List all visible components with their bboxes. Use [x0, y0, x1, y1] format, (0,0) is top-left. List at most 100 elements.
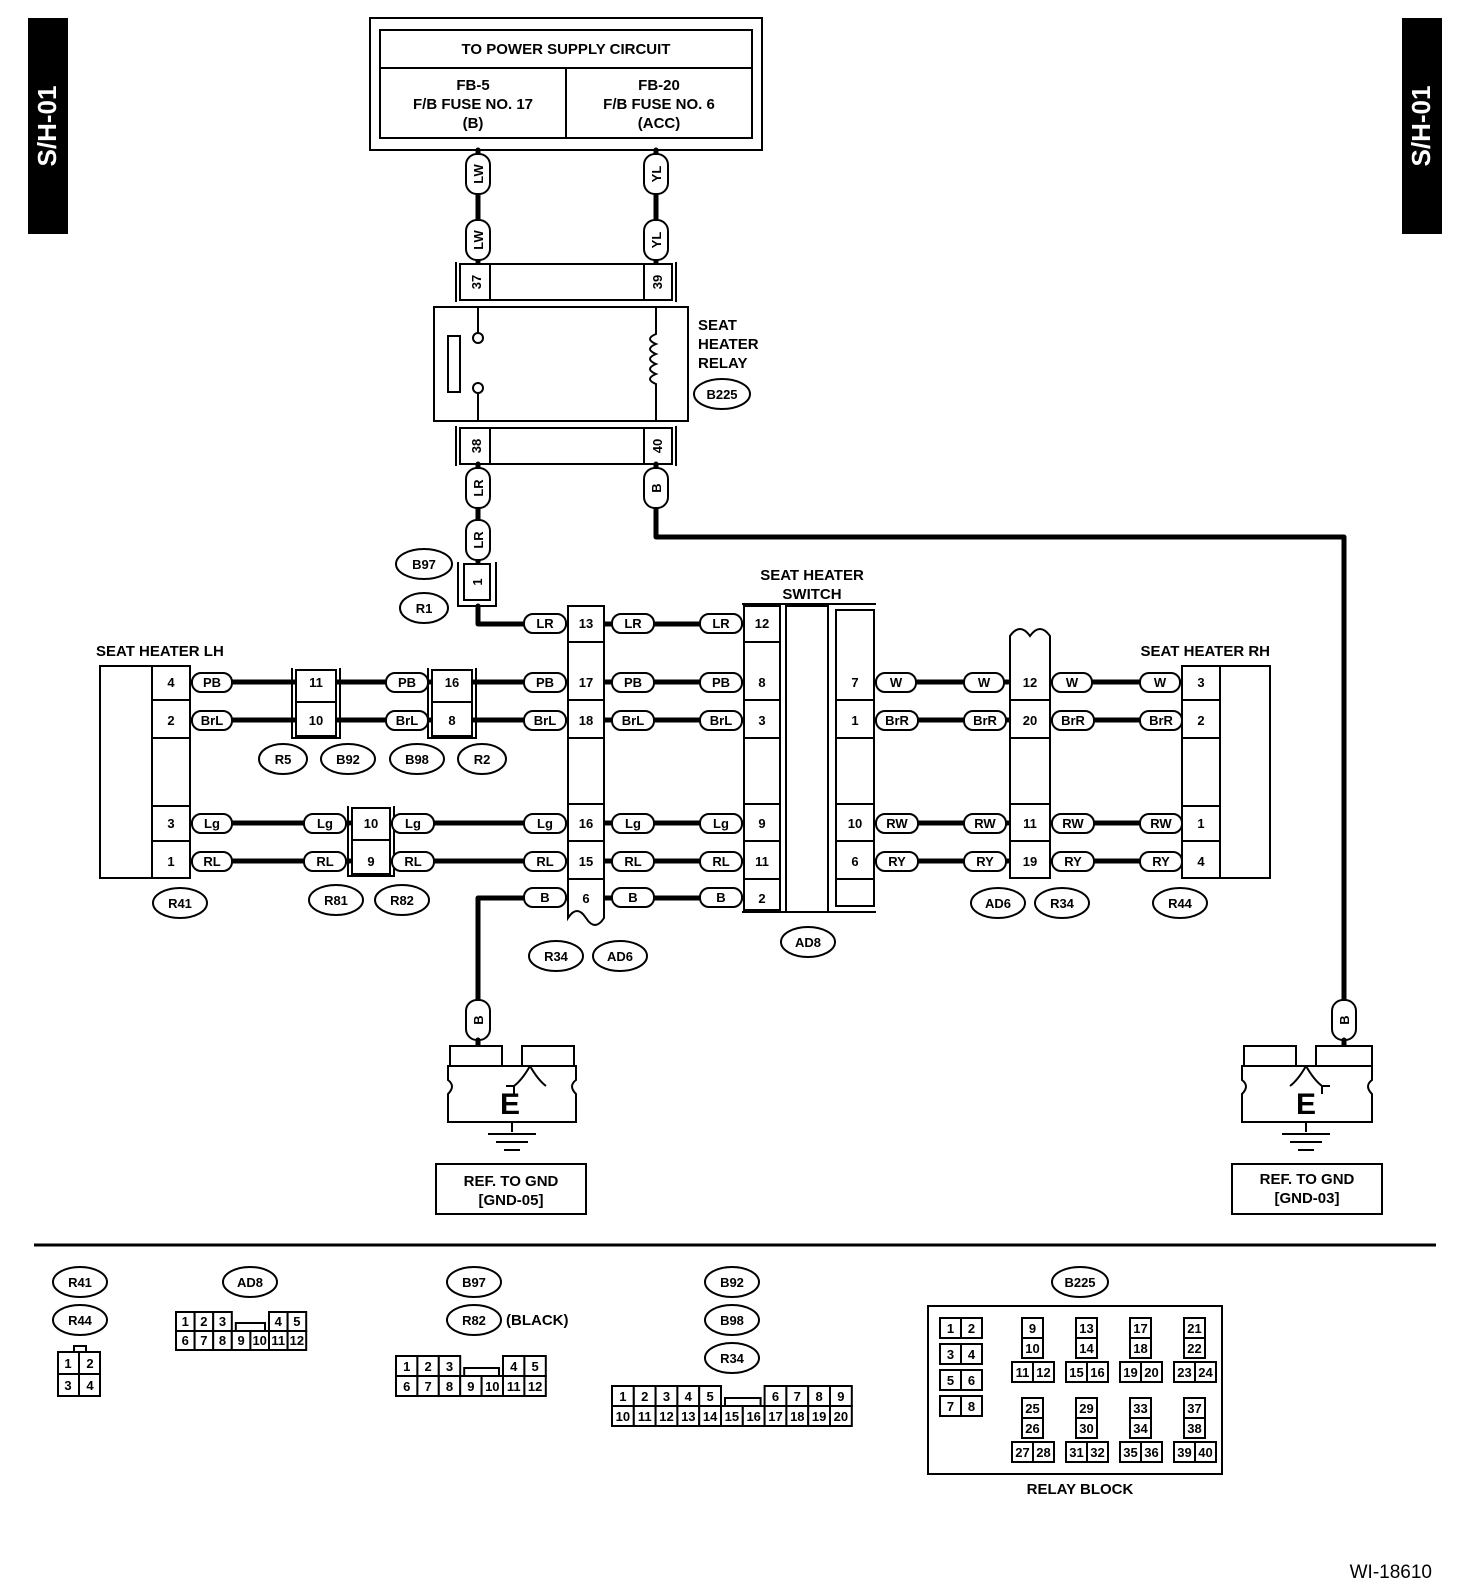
svg-text:B92: B92 — [720, 1275, 744, 1290]
svg-text:Lg: Lg — [204, 816, 220, 831]
legend-cell — [1021, 1417, 1044, 1439]
legend-cell — [960, 1317, 983, 1339]
legend-cell-label: 40 — [1198, 1445, 1212, 1460]
seat-heater-lh-label: SEAT HEATER LH — [96, 643, 224, 660]
svg-text:8: 8 — [448, 713, 455, 728]
legend-cell — [1129, 1417, 1152, 1439]
svg-text:AD6: AD6 — [607, 949, 633, 964]
legend-cell-label: 2 — [968, 1321, 975, 1336]
legend-cell-label: 12 — [528, 1379, 542, 1394]
ground-symbol-left: E — [500, 1088, 520, 1121]
legend-cell-label: 12 — [1036, 1365, 1050, 1380]
svg-text:6: 6 — [582, 891, 589, 906]
svg-text:R41: R41 — [68, 1275, 92, 1290]
legend-cell-label: 31 — [1069, 1445, 1083, 1460]
legend-cell-label: 10 — [616, 1409, 630, 1424]
legend-cell-label: 6 — [182, 1333, 189, 1348]
svg-text:AD8: AD8 — [237, 1275, 263, 1290]
svg-text:RW: RW — [886, 816, 908, 831]
legend-cell-label: 5 — [706, 1389, 713, 1404]
legend-cell-label: 8 — [968, 1399, 975, 1414]
side-tab-right-text: S/H-01 — [1406, 86, 1436, 167]
svg-text:7: 7 — [851, 675, 858, 690]
legend-cell — [1075, 1417, 1098, 1439]
svg-text:PB: PB — [536, 675, 554, 690]
wire-label-b-relay: B — [643, 467, 669, 509]
legend-cell — [1129, 1337, 1152, 1359]
svg-text:LR: LR — [471, 531, 486, 549]
svg-text:B: B — [1337, 1015, 1352, 1024]
svg-text:AD8: AD8 — [795, 935, 821, 950]
legend-cell-label: 2 — [200, 1314, 207, 1329]
svg-text:10: 10 — [309, 713, 323, 728]
power-supply-title: TO POWER SUPPLY CIRCUIT — [462, 41, 671, 58]
svg-text:REF. TO GND: REF. TO GND — [1260, 1171, 1355, 1188]
svg-text:W: W — [1154, 675, 1167, 690]
legend-r41-r44: R41 R44 1 2 3 4 — [52, 1266, 108, 1397]
svg-text:19: 19 — [1023, 854, 1037, 869]
wire-label-lw-1: LW — [465, 153, 491, 195]
svg-text:12: 12 — [1023, 675, 1037, 690]
legend-cell-label: 6 — [968, 1373, 975, 1388]
seat-heater-switch: SEAT HEATER SWITCH 12 8 3 9 11 2 7 1 10 … — [742, 567, 876, 958]
legend-cell — [1183, 1337, 1206, 1359]
legend-key — [463, 1367, 501, 1377]
svg-text:R44: R44 — [1168, 896, 1193, 911]
legend-cell — [286, 1330, 308, 1351]
legend-cell-label: 21 — [1187, 1321, 1201, 1336]
legend-cell-label: 10 — [1025, 1341, 1039, 1356]
svg-text:Lg: Lg — [537, 816, 553, 831]
svg-text:(BLACK): (BLACK) — [506, 1312, 568, 1329]
svg-text:RL: RL — [316, 854, 333, 869]
legend-cell-label: 6 — [403, 1379, 410, 1394]
legend-cell-label: 3 — [663, 1389, 670, 1404]
legend-cell-label: 13 — [681, 1409, 695, 1424]
svg-text:3: 3 — [64, 1378, 71, 1393]
legend-cell-label: 8 — [815, 1389, 822, 1404]
svg-text:1: 1 — [470, 578, 485, 585]
legend-cell — [1183, 1417, 1206, 1439]
legend-cell — [960, 1395, 983, 1417]
legend-cell-label: 15 — [725, 1409, 739, 1424]
svg-text:3: 3 — [758, 713, 765, 728]
legend-cell-label: 29 — [1079, 1401, 1093, 1416]
svg-text:18: 18 — [579, 713, 593, 728]
svg-text:W: W — [1066, 675, 1079, 690]
svg-text:YL: YL — [649, 232, 664, 249]
svg-text:R81: R81 — [324, 893, 348, 908]
legend-cell-label: 2 — [641, 1389, 648, 1404]
svg-text:Lg: Lg — [625, 816, 641, 831]
legend-cell-label: 11 — [271, 1333, 285, 1348]
relay-label-3: RELAY — [698, 355, 747, 372]
svg-text:RW: RW — [974, 816, 996, 831]
legend-cell — [1021, 1337, 1044, 1359]
svg-text:RY: RY — [1152, 854, 1170, 869]
legend-key — [724, 1397, 762, 1407]
legend-cell-label: 32 — [1090, 1445, 1104, 1460]
legend-cell-label: 11 — [507, 1379, 521, 1394]
svg-text:B: B — [649, 483, 664, 492]
svg-text:R34: R34 — [720, 1351, 745, 1366]
legend-cell-label: 7 — [200, 1333, 207, 1348]
legend-cell-label: 1 — [403, 1359, 410, 1374]
legend-cell-label: 18 — [1133, 1341, 1147, 1356]
legend-cell-label: 11 — [1016, 1365, 1030, 1380]
legend-cell-label: 18 — [790, 1409, 804, 1424]
svg-text:PB: PB — [203, 675, 221, 690]
svg-text:RY: RY — [1064, 854, 1082, 869]
legend-cell-label: 1 — [182, 1314, 189, 1329]
relay-label-2: HEATER — [698, 336, 759, 353]
legend-cell-label: 26 — [1025, 1421, 1039, 1436]
connector-r81-r82: Lg RL 10 9 Lg RL R81 R82 — [303, 806, 435, 916]
svg-text:1: 1 — [851, 713, 858, 728]
svg-text:17: 17 — [579, 675, 593, 690]
wire-label-lr-1: LR — [465, 467, 491, 509]
svg-text:2: 2 — [86, 1356, 93, 1371]
svg-text:W: W — [890, 675, 903, 690]
svg-text:13: 13 — [579, 616, 593, 631]
legend-cell-label: 16 — [1090, 1365, 1104, 1380]
legend-cell — [960, 1343, 983, 1365]
